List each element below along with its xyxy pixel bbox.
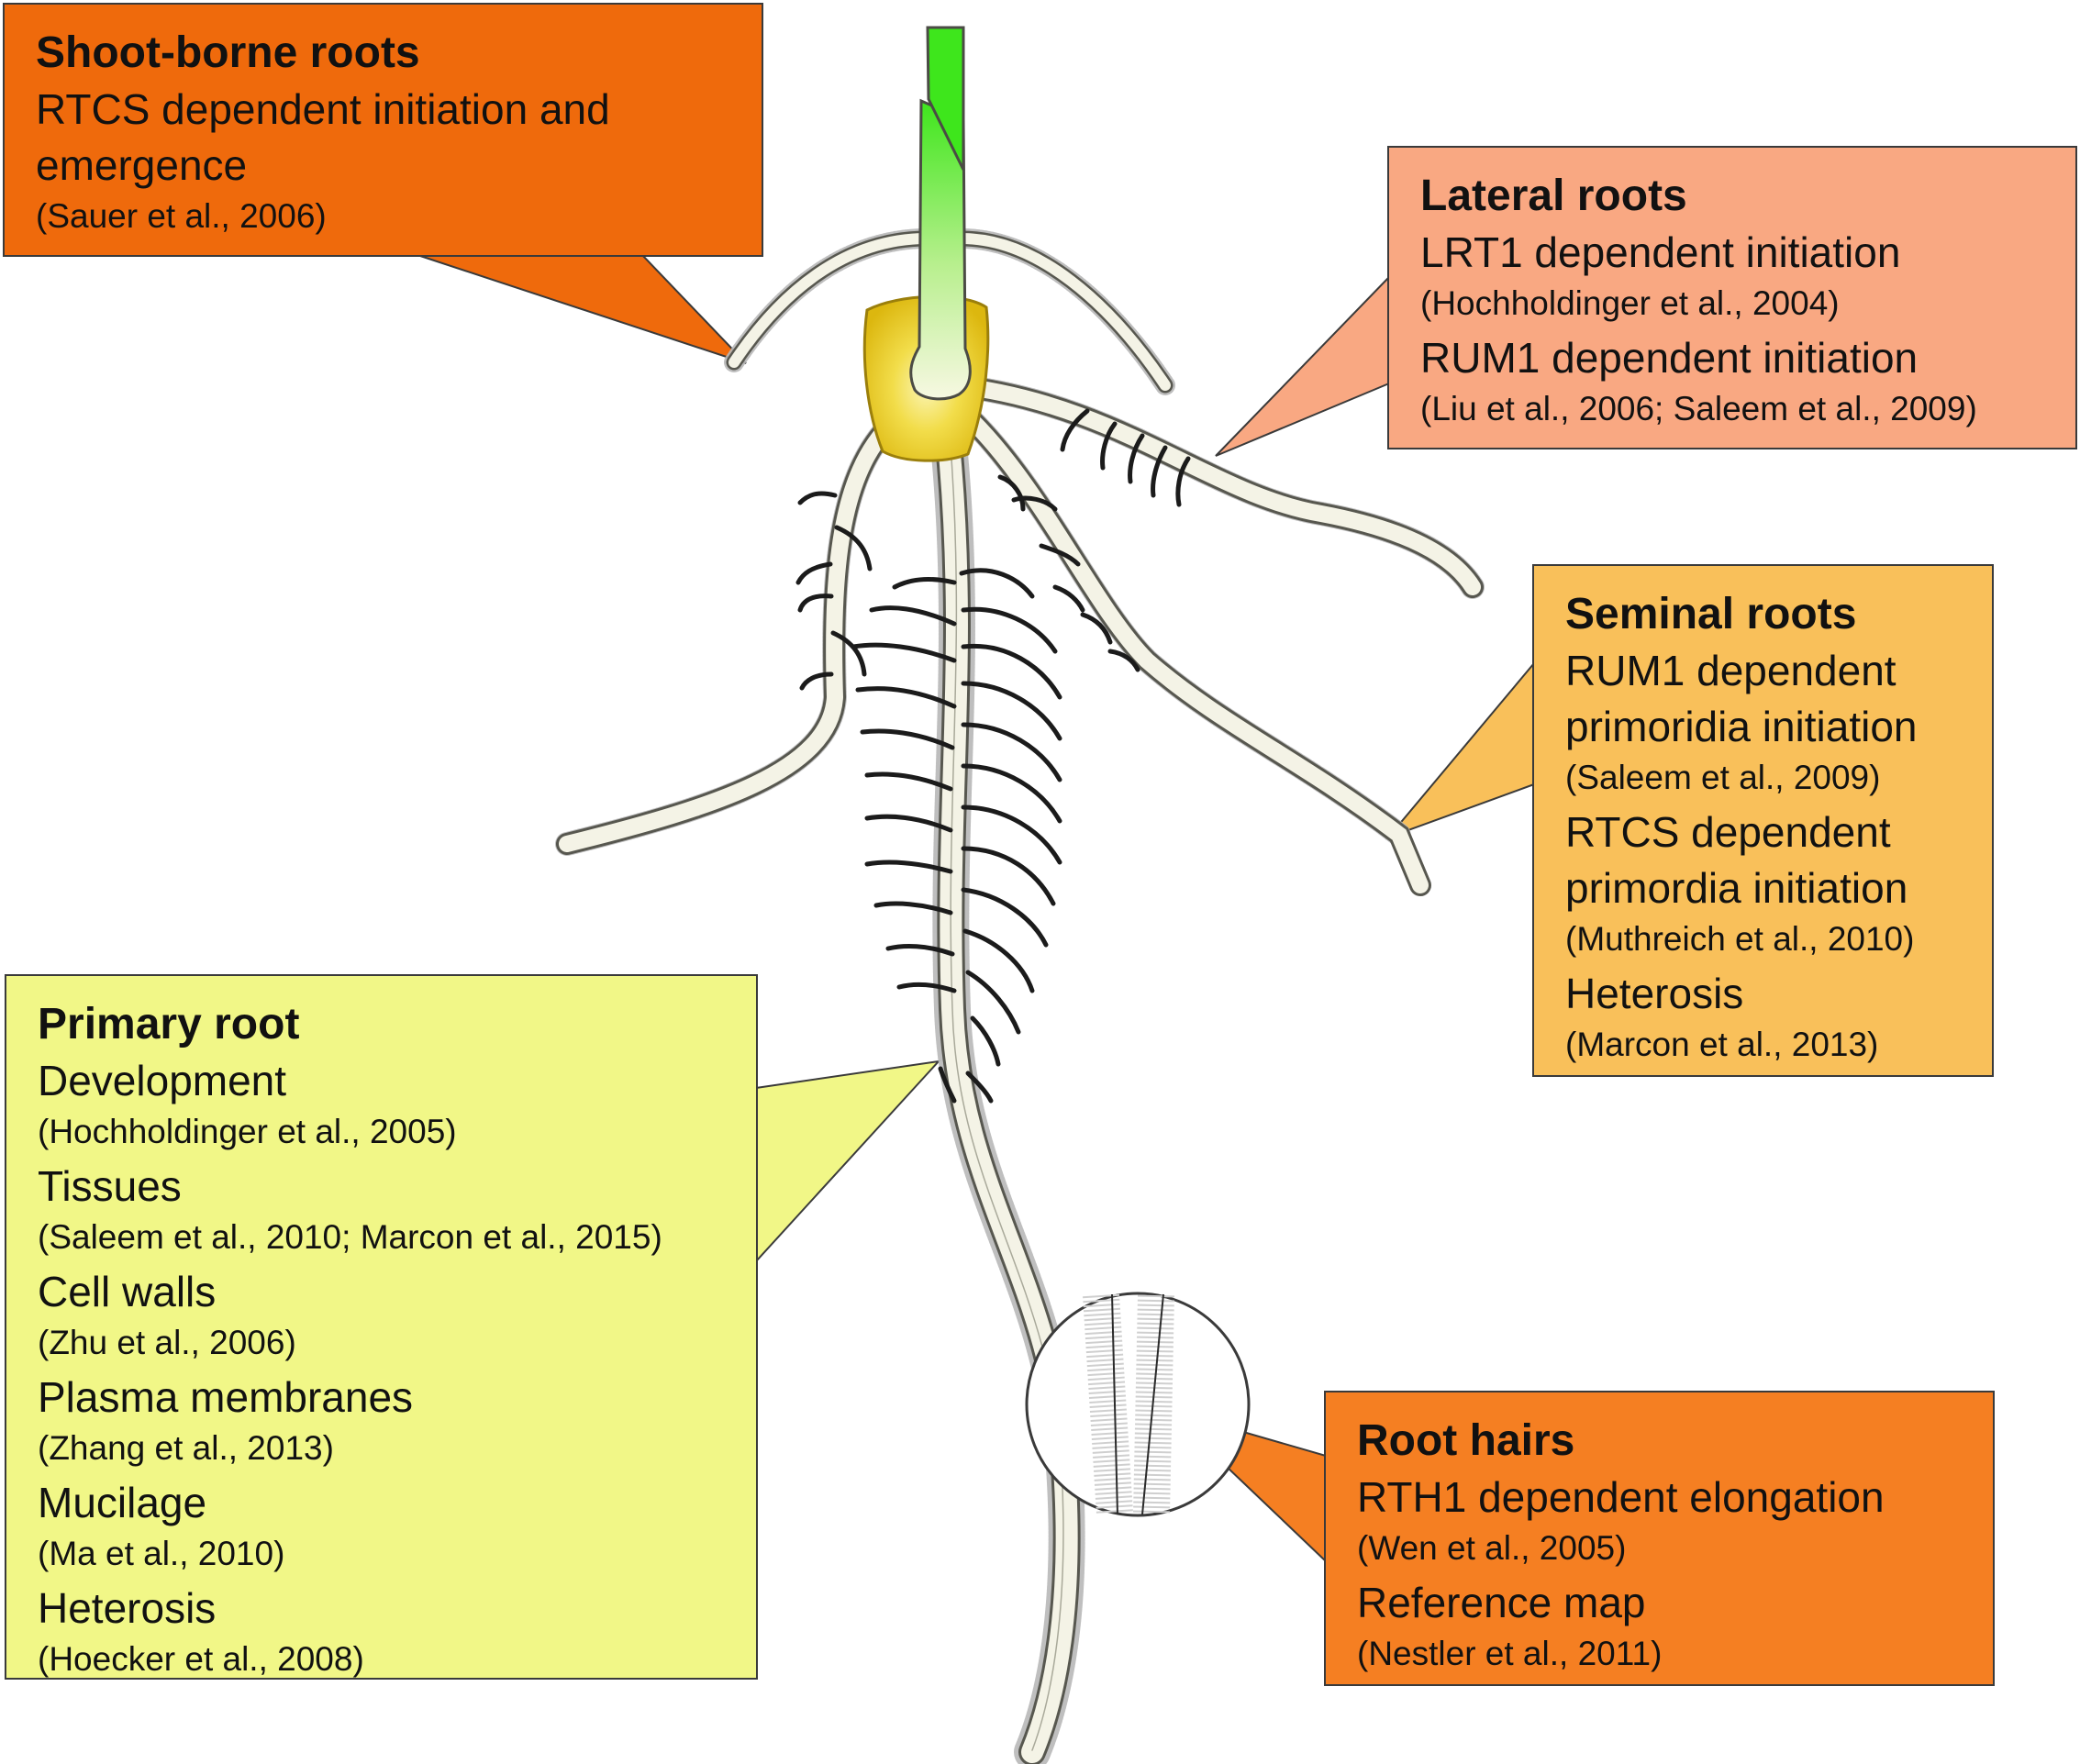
primary-citation: (Hoecker et al., 2008)	[38, 1640, 364, 1678]
seminal-roots-box: Seminal roots RUM1 dependent primoridia …	[1532, 564, 1994, 1077]
root-hairs-box: Root hairs RTH1 dependent elongation (We…	[1324, 1391, 1995, 1686]
primary-citation: (Hochholdinger et al., 2005)	[38, 1113, 457, 1150]
primary-citation: (Saleem et al., 2010; Marcon et al., 201…	[38, 1218, 662, 1256]
primary-line: Tissues	[38, 1162, 182, 1210]
lateral-citation: (Liu et al., 2006; Saleem et al., 2009)	[1420, 390, 1977, 427]
seminal-title: Seminal roots	[1565, 590, 1857, 638]
shoot-borne-roots-box: Shoot-borne roots RTCS dependent initiat…	[3, 3, 763, 257]
seminal-root-left	[556, 402, 915, 855]
seminal-line: primoridia initiation	[1565, 703, 1918, 750]
seminal-citation: (Muthreich et al., 2010)	[1565, 920, 1915, 958]
shoot-borne-callout-pointer	[417, 254, 747, 364]
shoot-borne-root-left	[726, 230, 935, 371]
primary-citation: (Zhu et al., 2006)	[38, 1324, 296, 1361]
root-hairs-title: Root hairs	[1357, 1416, 1575, 1465]
seminal-root-upper-right	[943, 374, 1484, 598]
shoot-borne-line: RTCS dependent initiation and	[36, 85, 610, 133]
seminal-callout-pointer	[1385, 660, 1535, 840]
lateral-line: RUM1 dependent initiation	[1420, 334, 1919, 382]
seminal-line: primordia initiation	[1565, 864, 1908, 912]
root-hairs-line: Reference map	[1357, 1579, 1646, 1626]
shoot-borne-line: emergence	[36, 141, 248, 189]
root-hairs-line: RTH1 dependent elongation	[1357, 1473, 1885, 1521]
shoot-tip	[926, 26, 965, 171]
seminal-root-right	[948, 397, 1431, 896]
primary-line: Heterosis	[38, 1584, 217, 1632]
shoot-borne-citation: (Sauer et al., 2006)	[36, 197, 327, 235]
root-hairs-magnifier	[1025, 1292, 1251, 1517]
primary-root-box: Primary root Development (Hochholdinger …	[5, 974, 758, 1680]
lateral-roots-box: Lateral roots LRT1 dependent initiation …	[1387, 146, 2077, 449]
lateral-callout-pointer	[1215, 274, 1390, 457]
seminal-line: RUM1 dependent	[1565, 647, 1896, 694]
seminal-citation: (Saleem et al., 2009)	[1565, 759, 1881, 796]
primary-citation: (Ma et al., 2010)	[38, 1535, 285, 1572]
seminal-citation: (Marcon et al., 2013)	[1565, 1026, 1879, 1063]
lateral-citation: (Hochholdinger et al., 2004)	[1420, 284, 1840, 322]
seminal-line: RTCS dependent	[1565, 808, 1891, 856]
lateral-title: Lateral roots	[1420, 172, 1687, 220]
root-hairs-citation: (Wen et al., 2005)	[1357, 1529, 1627, 1567]
primary-title: Primary root	[38, 1000, 300, 1048]
coleoptile	[909, 98, 972, 401]
primary-line: Mucilage	[38, 1479, 207, 1526]
primary-citation: (Zhang et al., 2013)	[38, 1429, 334, 1467]
primary-callout-pointer	[755, 1060, 941, 1264]
shoot-borne-root-right	[953, 230, 1173, 394]
lateral-roots	[795, 408, 1191, 1104]
shoot-borne-title: Shoot-borne roots	[36, 28, 420, 77]
primary-line: Development	[38, 1057, 287, 1104]
seminal-line: Heterosis	[1565, 970, 1744, 1017]
primary-line: Cell walls	[38, 1268, 217, 1315]
root-hairs-citation: (Nestler et al., 2011)	[1357, 1635, 1663, 1672]
lateral-line: LRT1 dependent initiation	[1420, 228, 1901, 276]
primary-line: Plasma membranes	[38, 1373, 414, 1421]
